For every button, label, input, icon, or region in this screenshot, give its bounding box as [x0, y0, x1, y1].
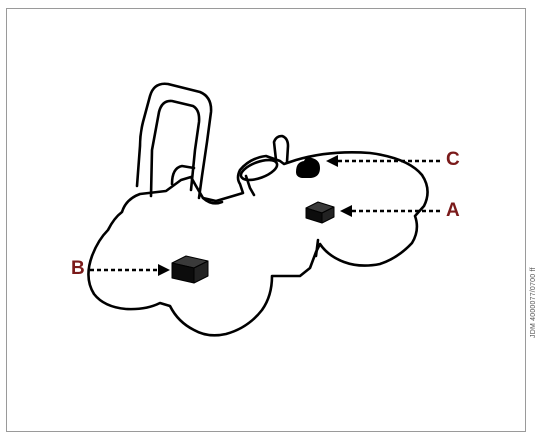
component-a	[305, 201, 335, 224]
exhaust-pipe	[272, 134, 290, 164]
steering-column	[244, 174, 256, 197]
steering-wheel	[239, 158, 279, 182]
rops-outline	[135, 82, 213, 200]
seat-outline	[170, 164, 196, 186]
component-b	[171, 255, 209, 284]
callout-label-c: C	[446, 149, 460, 170]
callout-label-b: B	[71, 258, 85, 279]
front-axle-line	[314, 238, 320, 258]
figure-frame	[6, 8, 526, 432]
tractor-body-outline	[87, 151, 429, 337]
rear-fender-line	[201, 196, 224, 205]
arrowhead-c	[326, 155, 338, 167]
arrowhead-a	[340, 205, 352, 217]
arrowhead-b	[158, 264, 170, 276]
rops-inner-outline	[149, 99, 201, 198]
component-c	[296, 157, 320, 178]
figure-id: JDM 4000077/0700 ff	[530, 267, 537, 338]
callout-label-a: A	[446, 200, 460, 221]
